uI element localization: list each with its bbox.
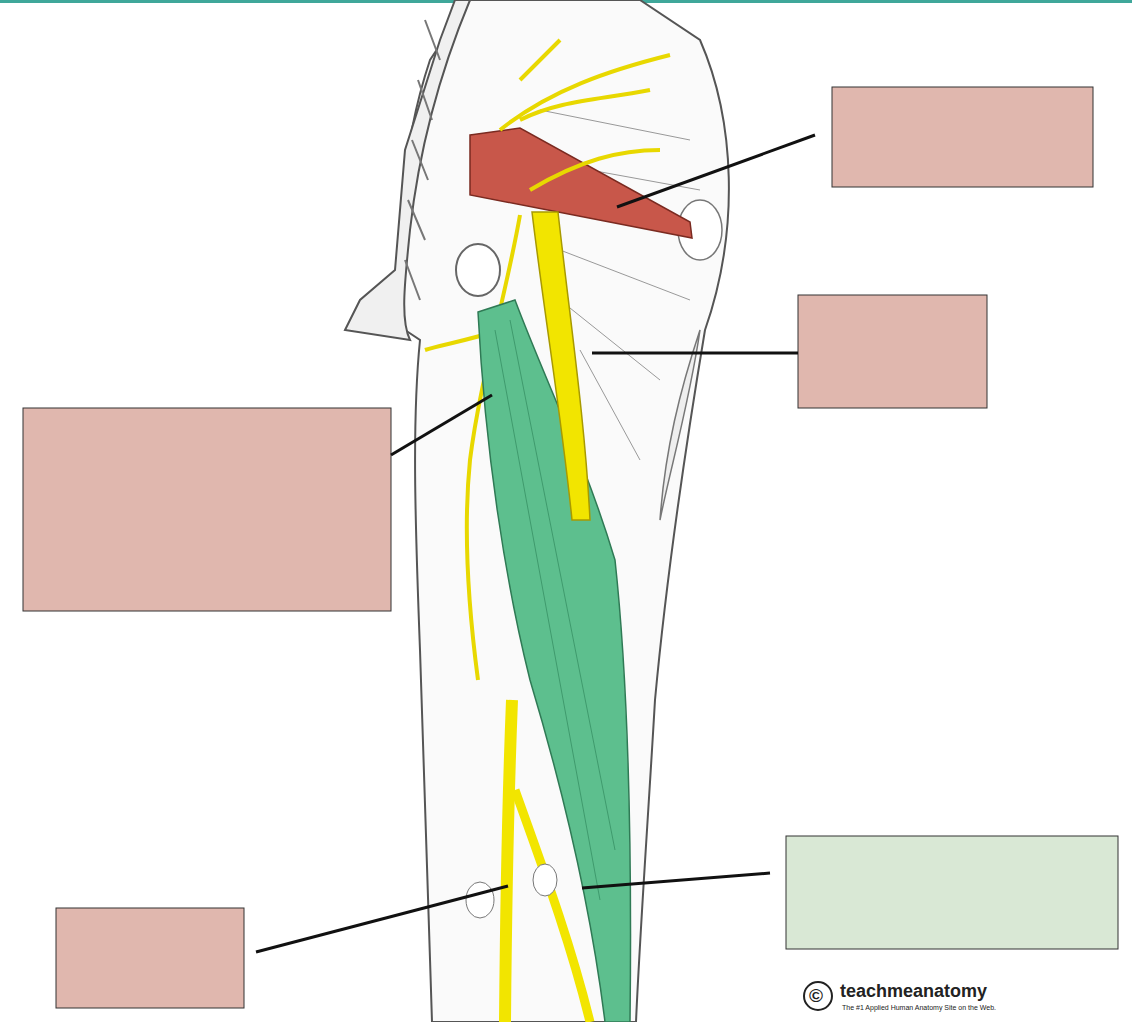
copyright-mark: © — [809, 985, 823, 1007]
leader-line — [592, 352, 798, 355]
thigh-outline — [400, 0, 729, 1022]
copyright-ring — [804, 982, 832, 1010]
popliteal-node — [533, 864, 557, 896]
piriformis-muscle — [470, 128, 692, 238]
blank-label-box — [23, 408, 391, 611]
tibial-nerve — [505, 700, 512, 1022]
ischial-tuberosity — [456, 244, 500, 296]
blank-label-box — [56, 908, 244, 1008]
leader-line — [391, 395, 492, 455]
femur-shaft — [660, 330, 700, 520]
biceps-femoris-long-head — [478, 300, 630, 1022]
sacrum-hatching — [405, 20, 440, 300]
gluteal-nerve — [500, 40, 670, 190]
blank-label-box — [798, 295, 987, 408]
blank-label-box — [786, 836, 1118, 949]
leader-line — [256, 886, 508, 952]
popliteal-node — [466, 882, 494, 918]
blank-label-box — [832, 87, 1093, 187]
common-fibular-nerve — [515, 790, 590, 1022]
leader-line — [582, 873, 770, 888]
sacrum — [345, 0, 470, 340]
logo-wordmark: teachmeanatomy — [840, 981, 987, 1002]
sciatic-nerve — [532, 212, 590, 520]
logo-tagline: The #1 Applied Human Anatomy Site on the… — [842, 1004, 996, 1011]
leader-line — [617, 135, 815, 207]
